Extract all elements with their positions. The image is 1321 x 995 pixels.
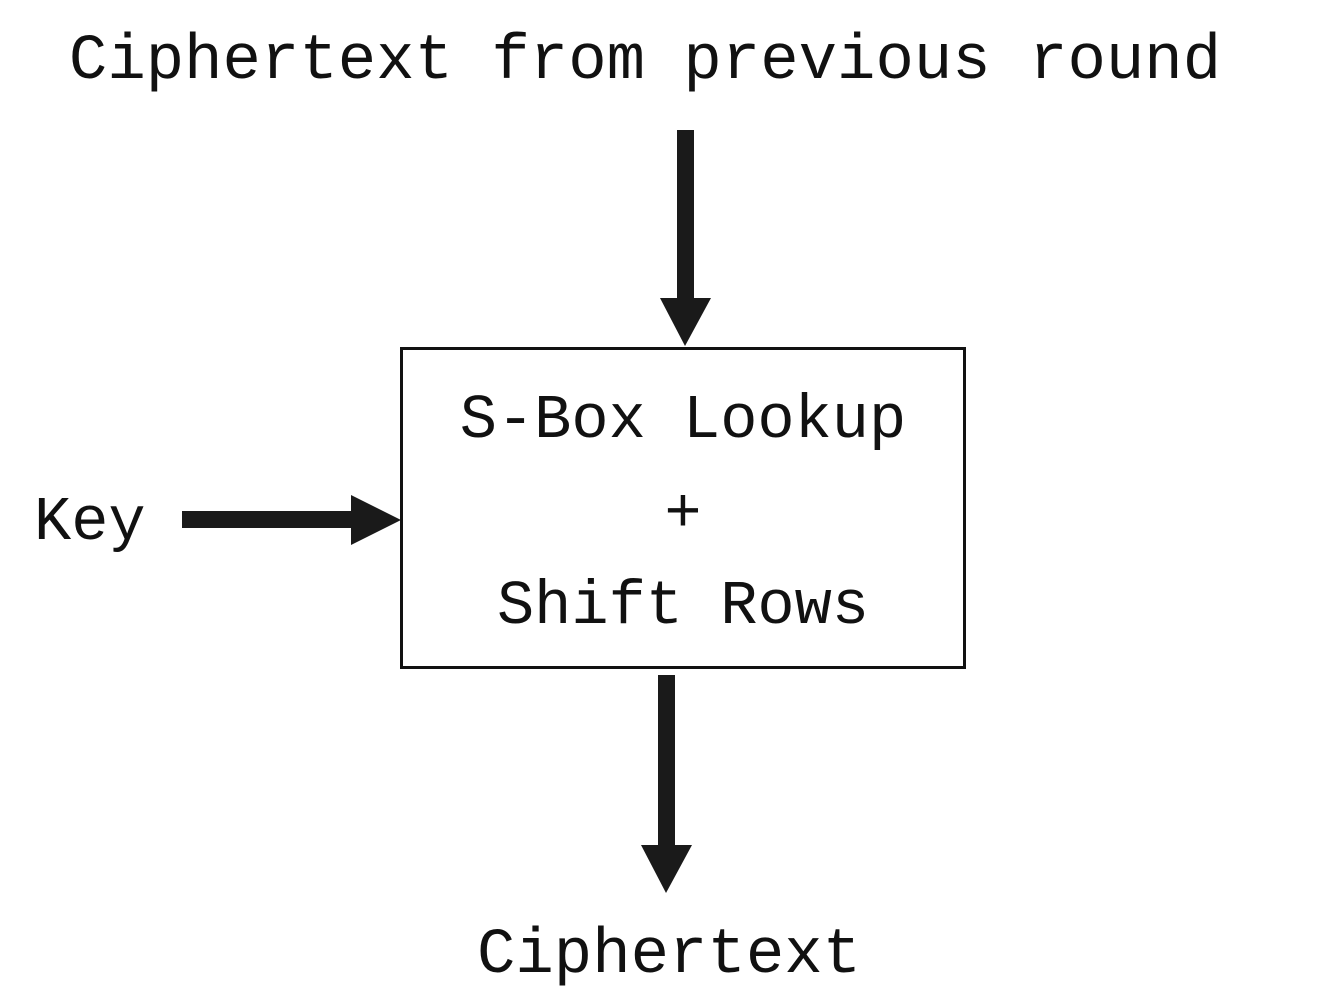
shift-rows-text: Shift Rows [496, 571, 870, 642]
sbox-lookup-text: S-Box Lookup [459, 385, 907, 456]
process-box: S-Box Lookup + Shift Rows [400, 347, 966, 669]
output-arrow [641, 675, 692, 893]
plus-text: + [664, 479, 702, 550]
key-label: Key [34, 487, 146, 558]
output-label: Ciphertext [476, 920, 862, 992]
input-arrow [660, 130, 711, 346]
key-arrow [182, 495, 401, 545]
input-label: Ciphertext from previous round [68, 26, 1222, 98]
